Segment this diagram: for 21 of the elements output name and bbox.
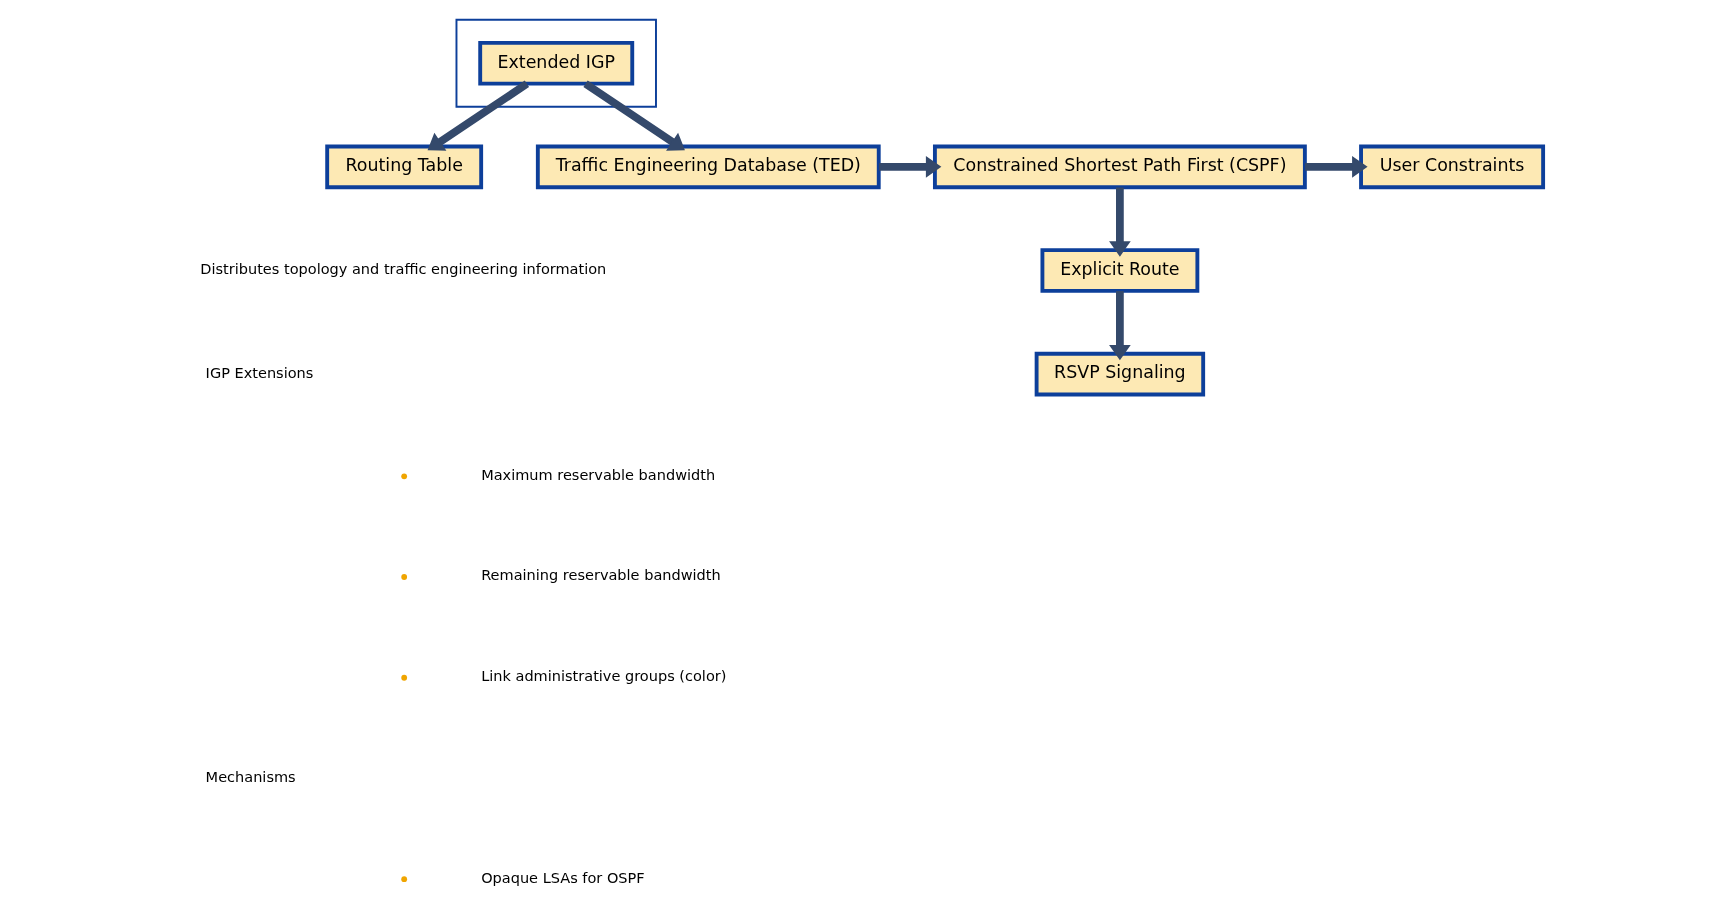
label: Maximum reservable bandwidth — [480, 466, 715, 483]
label: Mechanisms — [205, 768, 296, 785]
arrow — [878, 156, 941, 178]
label: Opaque LSAs for OSPF — [480, 869, 645, 886]
arrow — [1108, 291, 1131, 361]
node-box: User Constraints — [1358, 144, 1545, 190]
node-box: Traffic Engineering Database (TED) — [535, 144, 881, 190]
cluster — [455, 18, 657, 108]
node-box: Routing Table — [324, 144, 483, 190]
label: IGP Extensions — [205, 364, 313, 381]
arrow — [1108, 187, 1131, 257]
node-box: Constrained Shortest Path First (CSPF) — [932, 144, 1307, 190]
label: Distributes topology and traffic engineering information — [199, 260, 606, 277]
node-box: Extended IGP — [477, 40, 634, 86]
label: Link administrative groups (color) — [480, 668, 726, 685]
arrow — [1304, 156, 1368, 178]
arrow — [427, 80, 529, 151]
node-box: RSVP Signaling — [1034, 351, 1205, 397]
node-box: Explicit Route — [1039, 248, 1199, 293]
arrow — [582, 80, 685, 151]
label: Remaining reservable bandwidth — [480, 567, 721, 584]
